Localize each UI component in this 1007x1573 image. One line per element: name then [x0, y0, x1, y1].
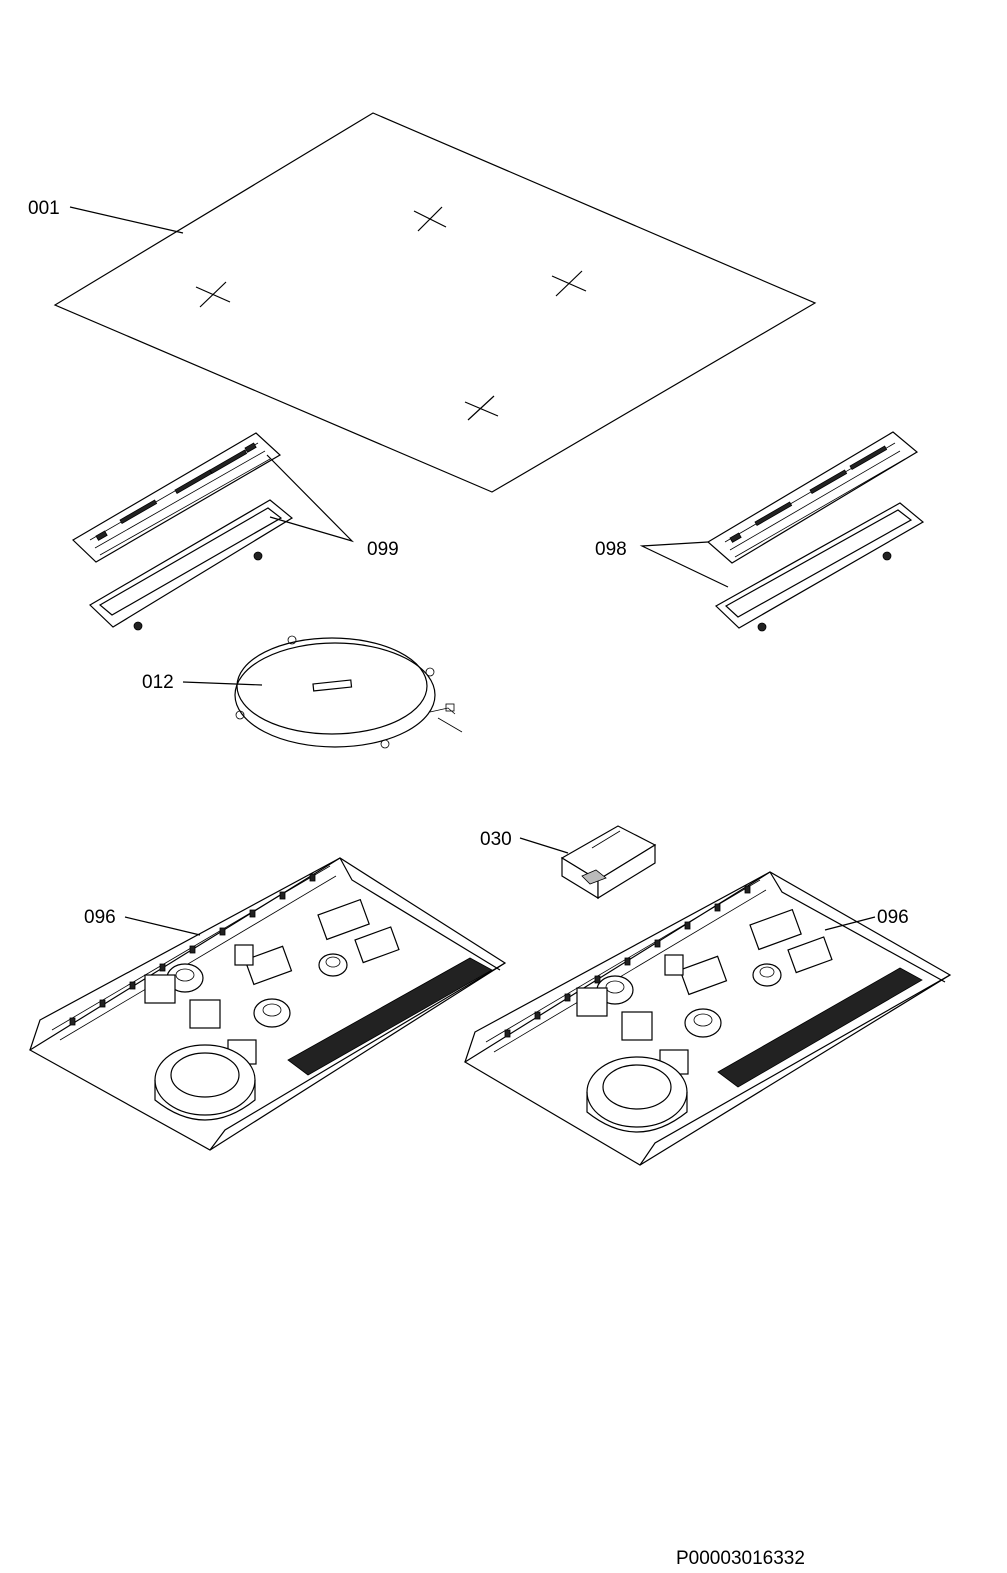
callout-096-right: 096 [877, 907, 909, 928]
leader-line-098 [639, 541, 729, 588]
part-power-board-right [463, 871, 952, 1166]
leader-line-012 [182, 681, 263, 686]
part-power-board-left [28, 857, 507, 1151]
document-code: P00003016332 [676, 1548, 805, 1569]
leader-line-099 [266, 454, 355, 543]
part-glass-top [53, 112, 817, 493]
part-control-panel-left [72, 432, 294, 631]
leader-line-096-left [124, 916, 201, 936]
part-control-panel-right [706, 431, 925, 632]
zone-marker-bottom [464, 395, 499, 421]
part-heating-element [234, 635, 463, 749]
callout-098: 098 [595, 539, 627, 560]
callout-099: 099 [367, 539, 399, 560]
leader-line-001 [69, 206, 184, 234]
callout-096-left: 096 [84, 907, 116, 928]
part-module [560, 825, 657, 900]
callout-001: 001 [28, 198, 60, 219]
callout-012: 012 [142, 672, 174, 693]
zone-marker-left [195, 281, 231, 308]
zone-marker-top [413, 206, 447, 232]
callout-030: 030 [480, 829, 512, 850]
leader-line-096-right [824, 916, 876, 931]
zone-marker-right [551, 270, 587, 297]
leader-line-030 [519, 837, 569, 854]
